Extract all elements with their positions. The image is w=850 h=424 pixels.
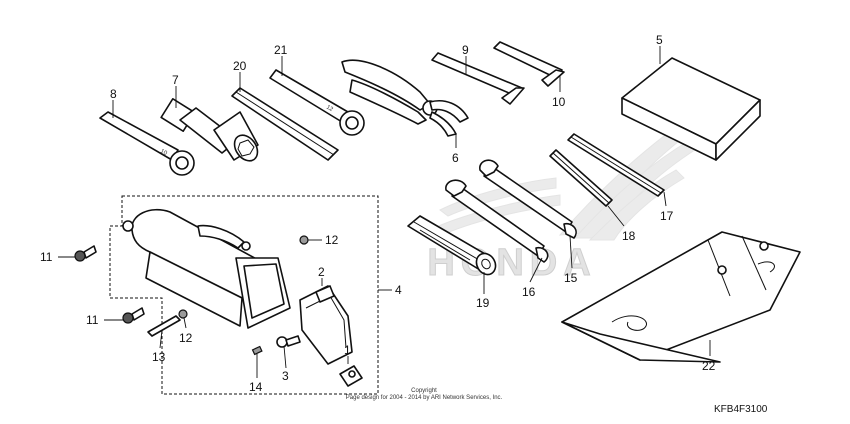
callout-17: 17 <box>660 209 674 223</box>
callout-10: 10 <box>552 95 566 109</box>
screwdriver-cross-part <box>549 149 613 207</box>
callout-13: 13 <box>152 350 166 364</box>
clip-3-part <box>276 335 301 348</box>
callout-8: 8 <box>110 87 117 101</box>
callout-16: 16 <box>522 285 536 299</box>
open-wrench-upper-part <box>479 159 577 239</box>
callout-4: 4 <box>395 283 402 297</box>
strap-13-part <box>147 315 181 337</box>
hex-key-large-part <box>431 52 525 105</box>
callout-11-upper: 11 <box>40 250 53 264</box>
screwdriver-flat-part <box>567 133 665 197</box>
callout-21: 21 <box>274 43 288 57</box>
callout-18: 18 <box>622 229 636 243</box>
pin-14-part <box>251 345 263 356</box>
copyright-line-2: Page design for 2004 - 2014 by ARI Netwo… <box>346 395 503 401</box>
screwdriver-handle-part <box>407 215 497 276</box>
owner-pad-part <box>621 57 761 161</box>
ring-wrench-part: 10 <box>99 111 195 176</box>
case-lid-part <box>299 285 353 365</box>
figure-code: KFB4F3100 <box>714 404 768 415</box>
callout-14: 14 <box>249 380 263 394</box>
callout-6: 6 <box>452 151 459 165</box>
callout-5: 5 <box>656 33 663 47</box>
ring-wrench-large-part: 12 <box>269 69 365 136</box>
leader-lines <box>58 46 711 378</box>
copyright-line-1: Copyright <box>411 388 437 394</box>
hex-key-small-part <box>493 41 565 87</box>
callout-labels: 8 7 20 21 9 10 5 6 17 18 15 16 19 22 11 … <box>40 33 716 394</box>
callout-20: 20 <box>233 59 247 73</box>
extension-bar-part <box>231 87 339 161</box>
nut-12a-part <box>299 235 309 245</box>
callout-2: 2 <box>318 265 325 279</box>
callout-12-lower: 12 <box>179 331 193 345</box>
nut-12b-part <box>178 309 188 319</box>
callout-11-lower: 11 <box>86 313 99 327</box>
callout-1: 1 <box>344 343 351 357</box>
callout-22: 22 <box>702 359 716 373</box>
open-wrench-lower-part <box>445 179 549 263</box>
tool-case-frame <box>109 195 392 395</box>
latch-1-part <box>339 365 363 387</box>
callout-19: 19 <box>476 296 490 310</box>
callout-12-upper: 12 <box>325 233 339 247</box>
tool-case-part <box>122 208 291 329</box>
wrench-size-mark: 12 <box>325 105 334 114</box>
wrench-size-mark: 10 <box>159 148 168 157</box>
callout-7: 7 <box>172 73 179 87</box>
tool-bag-part <box>561 231 801 363</box>
callout-3: 3 <box>282 369 289 383</box>
pliers-part <box>341 59 469 137</box>
callout-9: 9 <box>462 43 469 57</box>
callout-15: 15 <box>564 271 578 285</box>
plug-socket-part <box>160 97 259 162</box>
bolt-11b-part <box>122 307 145 324</box>
bolt-11a-part <box>74 245 97 262</box>
